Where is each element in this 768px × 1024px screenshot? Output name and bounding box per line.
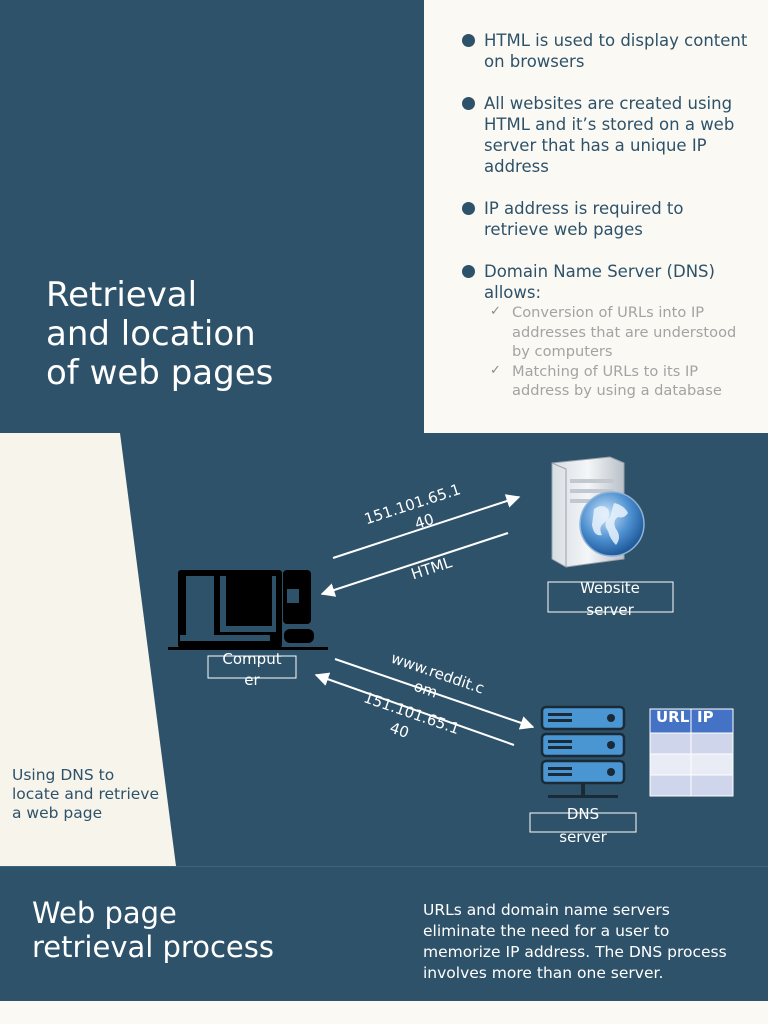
dns-server-label-box: [529, 812, 637, 833]
bullet-item: All websites are created using HTML and …: [462, 93, 752, 177]
bullet-text: Domain Name Server (DNS) allows:: [484, 262, 715, 302]
title-panel: [0, 0, 424, 433]
dns-server-label: server: [559, 828, 607, 846]
sub-bullet-item: ✓ Matching of URLs to its IP address by …: [462, 362, 752, 401]
bullet-item: Domain Name Server (DNS) allows:: [462, 261, 752, 303]
page-title: Retrieval and location of web pages: [46, 275, 274, 393]
bullet-item: HTML is used to display content on brows…: [462, 30, 752, 72]
bullet-dot-icon: [462, 97, 475, 110]
bullet-dot-icon: [462, 34, 475, 47]
dns-lookup-table: [649, 708, 734, 797]
side-note: Using DNS to locate and retrieve a web p…: [12, 766, 160, 822]
arrow-url-to-dns: [334, 658, 535, 730]
summary-panel: [0, 866, 768, 1001]
computer-label: Comput: [222, 650, 281, 668]
dns-diagram: Comput er Website server DNS server: [168, 456, 734, 846]
bullet-dot-icon: [462, 202, 475, 215]
bullet-list: HTML is used to display content on brows…: [462, 30, 752, 401]
arrow-ip-to-computer: [314, 672, 515, 746]
dns-server-rack-icon: [540, 705, 626, 798]
checkmark-icon: ✓: [490, 304, 501, 319]
checkmark-icon: ✓: [490, 362, 501, 378]
bullet-item: IP address is required to retrieve web p…: [462, 198, 752, 240]
computer-icon: [168, 570, 328, 650]
bullet-dot-icon: [462, 265, 475, 278]
bullet-panel: [424, 0, 768, 433]
arrow-label-ip: 40: [387, 719, 411, 742]
table-header-url: URL: [656, 708, 690, 726]
arrow-html-to-computer: [320, 532, 509, 597]
summary-text: URLs and domain name servers eliminate t…: [423, 901, 727, 982]
bullet-text: HTML is used to display content on brows…: [484, 31, 748, 71]
side-note-panel: [0, 433, 176, 866]
sub-bullet-item: ✓ Conversion of URLs into IP addresses t…: [462, 303, 752, 362]
arrow-label-ip: 40: [412, 510, 436, 533]
sub-bullet-text: Matching of URLs to its IP address by us…: [512, 362, 722, 400]
computer-label-box: [207, 655, 297, 679]
website-server-label-box: [547, 581, 674, 613]
sub-bullet-text: Conversion of URLs into IP addresses tha…: [512, 304, 737, 360]
arrow-label-ip: 151.101.65.1: [361, 688, 462, 738]
web-server-globe-icon: [551, 456, 645, 568]
table-header-ip: IP: [697, 708, 714, 726]
arrow-ip-to-web-server: [332, 494, 521, 559]
bullet-text: IP address is required to retrieve web p…: [484, 199, 684, 239]
summary-title: Web page retrieval process: [32, 896, 274, 964]
computer-label: er: [244, 671, 260, 689]
website-server-label: Website: [580, 579, 640, 597]
dns-server-label: DNS: [567, 805, 599, 823]
website-server-label: server: [586, 601, 634, 619]
bullet-text: All websites are created using HTML and …: [484, 94, 735, 176]
